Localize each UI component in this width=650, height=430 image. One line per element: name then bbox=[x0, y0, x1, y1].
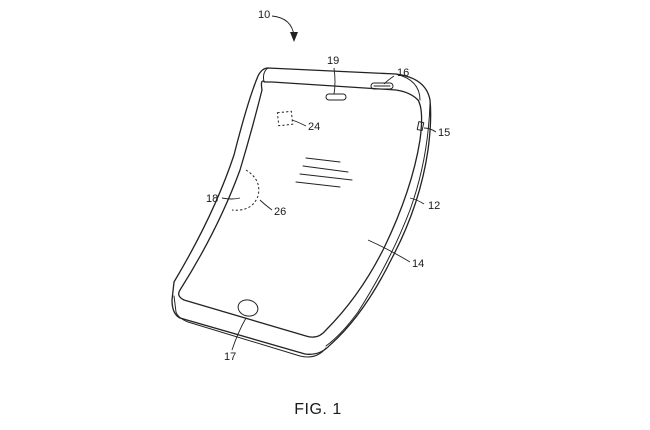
leader-12 bbox=[409, 197, 425, 205]
speaker-slot bbox=[325, 93, 347, 101]
label-16: 16 bbox=[397, 67, 409, 79]
home-button bbox=[237, 299, 259, 317]
figure-caption: FIG. 1 bbox=[294, 401, 341, 418]
side-edge-line bbox=[325, 103, 431, 347]
sensor-dashed-box bbox=[276, 110, 294, 127]
leader-17 bbox=[231, 317, 247, 351]
arrow-10-head bbox=[290, 32, 298, 42]
top-edge-right bbox=[395, 73, 421, 101]
bottom-edge bbox=[173, 295, 327, 358]
side-button bbox=[416, 121, 425, 132]
label-12: 12 bbox=[428, 200, 440, 212]
label-17: 17 bbox=[224, 351, 236, 363]
leader-26 bbox=[259, 199, 273, 211]
label-24: 24 bbox=[308, 121, 320, 133]
leader-14 bbox=[367, 239, 411, 263]
label-18: 18 bbox=[206, 193, 218, 205]
leader-24 bbox=[291, 119, 307, 127]
leader-18 bbox=[221, 197, 241, 200]
reference-numerals: 10 19 16 15 24 12 14 18 26 17 bbox=[206, 9, 450, 363]
label-10: 10 bbox=[258, 9, 270, 21]
leader-16 bbox=[383, 75, 395, 85]
bend-region-arc bbox=[231, 169, 260, 211]
front-face-outline bbox=[178, 80, 423, 338]
leader-lines bbox=[221, 15, 437, 351]
label-15: 15 bbox=[438, 127, 450, 139]
flexible-phone-drawing bbox=[171, 67, 432, 358]
top-port bbox=[370, 82, 394, 90]
label-14: 14 bbox=[412, 258, 424, 270]
top-edge-line bbox=[263, 67, 269, 83]
leader-19 bbox=[333, 67, 336, 95]
leader-15 bbox=[423, 127, 437, 133]
housing-outline bbox=[171, 67, 432, 355]
label-26: 26 bbox=[274, 206, 286, 218]
label-19: 19 bbox=[327, 55, 339, 67]
display-text-lines bbox=[295, 157, 353, 188]
